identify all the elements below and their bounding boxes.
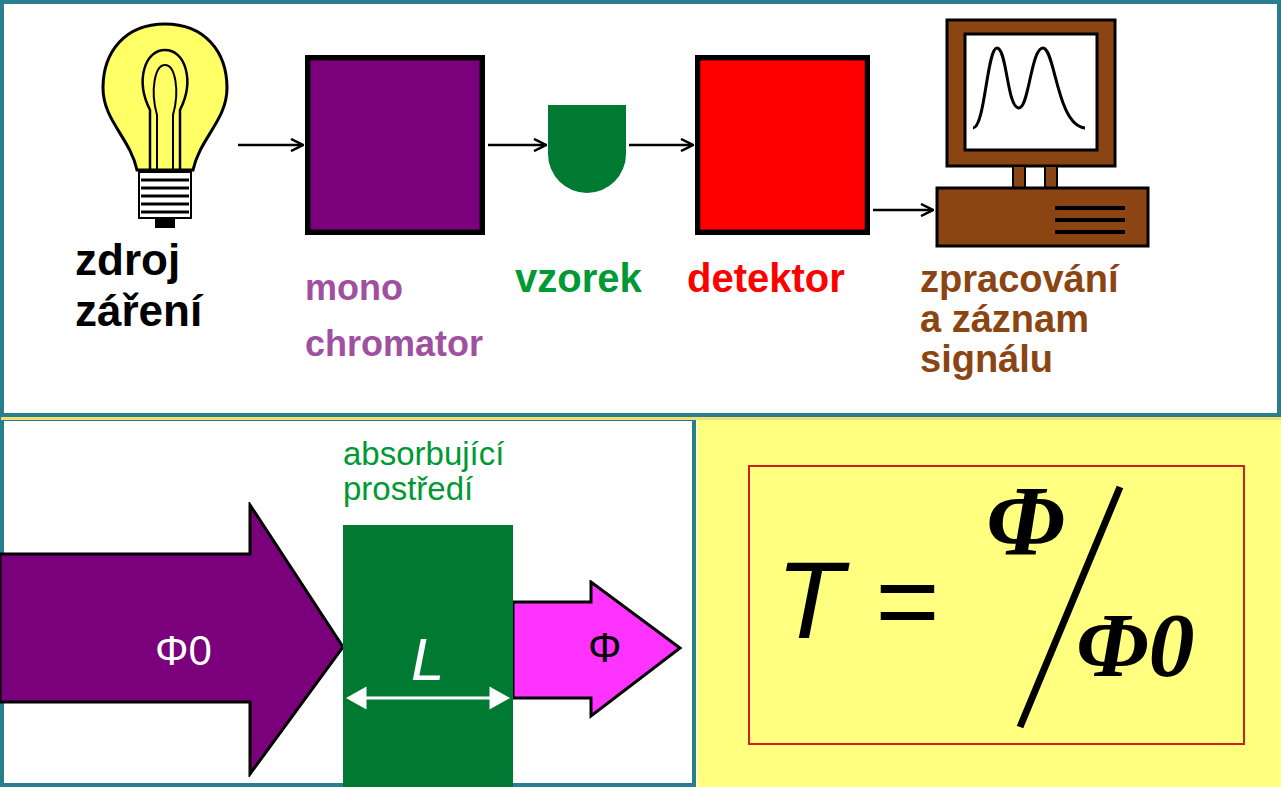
radiation-source-shape bbox=[95, 20, 235, 230]
formula-lhs: T = bbox=[776, 537, 976, 664]
flow-arrow bbox=[873, 209, 932, 212]
panel-divider bbox=[1, 417, 1281, 420]
detector-label: detektor bbox=[687, 255, 887, 301]
formula-numerator: Φ bbox=[986, 463, 1096, 578]
incident-flux-symbol: Φ0 bbox=[155, 627, 275, 675]
detector-box-shape bbox=[695, 55, 870, 235]
absorbing-medium: absorbující prostředíL bbox=[343, 525, 513, 787]
monochromator-box-shape bbox=[305, 55, 485, 235]
computer-shape bbox=[935, 18, 1150, 248]
processing-label: zpracování a záznam signálu bbox=[920, 260, 1150, 380]
source-label: zdroj záření bbox=[75, 235, 245, 336]
sample-cuvette-shape bbox=[548, 105, 626, 193]
incident-flux-arrow: Φ0 bbox=[0, 502, 345, 777]
path-length-symbol: L bbox=[411, 625, 471, 694]
transmittance-formula: T =Φ Φ0 bbox=[748, 465, 1245, 745]
top-panel bbox=[2, 2, 1279, 415]
computer: zpracování a záznam signálu bbox=[935, 18, 1150, 248]
detector-box: detektor bbox=[695, 55, 870, 235]
flow-arrow bbox=[238, 144, 302, 147]
transmitted-flux-symbol: Φ bbox=[588, 624, 648, 672]
monochromator-label: mono chromator bbox=[305, 260, 520, 372]
medium-label: absorbující prostředí bbox=[343, 437, 533, 506]
formula-denominator: Φ0 bbox=[1076, 593, 1241, 699]
radiation-source: zdroj záření bbox=[95, 20, 235, 230]
bottom-right-panel bbox=[697, 418, 1281, 787]
monochromator-box: mono chromator bbox=[305, 55, 485, 235]
flow-arrow bbox=[629, 144, 692, 147]
transmitted-flux-arrow: Φ bbox=[513, 580, 683, 720]
sample-cuvette: vzorek bbox=[548, 105, 626, 193]
sample-label: vzorek bbox=[515, 255, 675, 301]
flow-arrow bbox=[488, 144, 545, 147]
